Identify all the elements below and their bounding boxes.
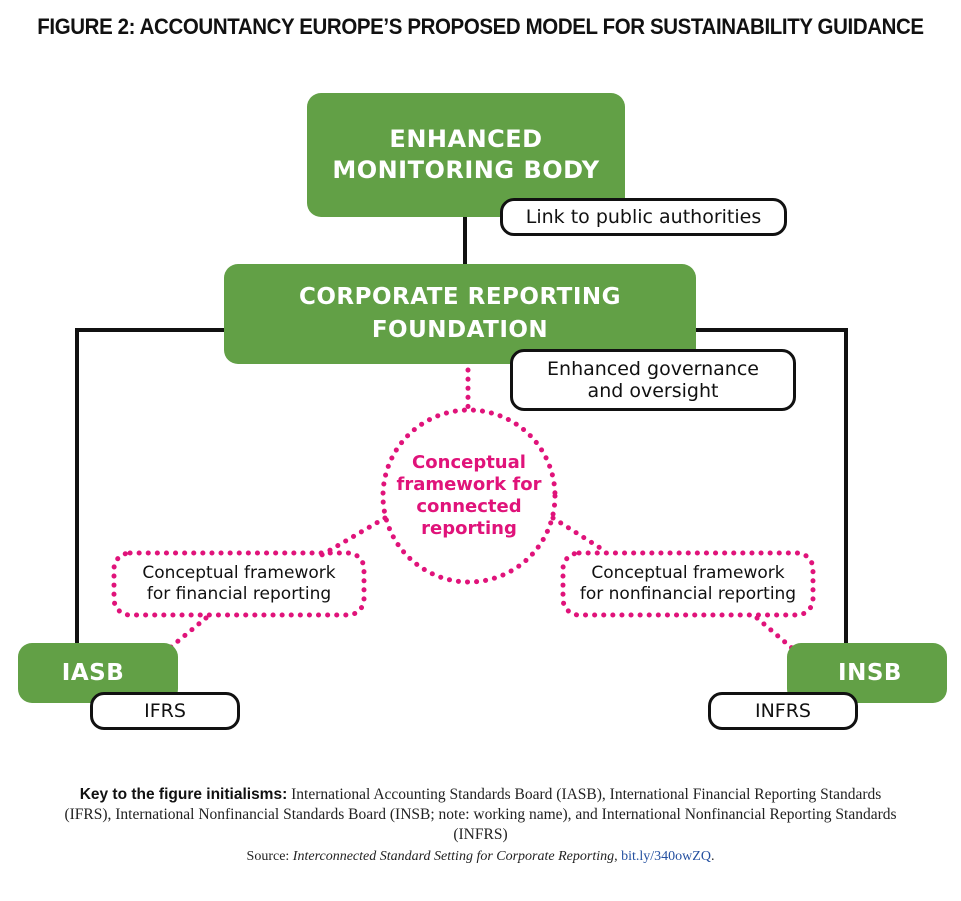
insb-box: INSB [787,643,947,703]
insb-label: INSB [838,660,902,686]
governance-line1: Enhanced governance [547,358,759,380]
center-dotted-circle [380,407,558,585]
monitoring-body-box: ENHANCED MONITORING BODY [307,93,625,217]
ifrs-label: IFRS [144,700,186,722]
financial-dotted-box [111,550,367,618]
ifrs-pill: IFRS [90,692,240,730]
center-to-financial-dots [317,515,388,559]
source-sep: , [614,849,622,864]
figure-title: FIGURE 2: ACCOUNTANCY EUROPE’S PROPOSED … [37,14,924,39]
center-line1: Conceptual [412,452,526,473]
public-authorities-pill: Link to public authorities [500,198,787,236]
key-label: Key to the figure initialisms: [79,786,288,803]
infrs-pill: INFRS [708,692,858,730]
financial-line1: Conceptual framework [142,563,336,583]
nonfinancial-line2: for nonfinancial reporting [579,584,797,604]
governance-pill: Enhanced governance and oversight [510,349,796,411]
nonfinancial-framework-text: Conceptual framework for nonfinancial re… [563,563,813,605]
nonfinancial-dotted-box [560,550,816,618]
nonfinancial-line1: Conceptual framework [591,563,785,583]
financial-line2: for financial reporting [146,584,332,604]
governance-line2: and oversight [587,380,719,402]
financial-to-iasb-dots [157,615,209,659]
center-framework-text: Conceptual framework for connected repor… [389,452,549,540]
initialisms-key: Key to the figure initialisms: Internati… [60,785,901,845]
source-prefix: Source: [246,849,293,864]
source-title: Interconnected Standard Setting for Corp… [292,849,615,864]
center-line4: reporting [421,518,517,539]
infrs-label: INFRS [754,700,811,722]
foundation-box: CORPORATE REPORTING FOUNDATION [224,264,696,364]
iasb-label: IASB [61,660,125,686]
public-authorities-label: Link to public authorities [525,206,762,228]
foundation-to-insb-line [694,328,848,648]
foundation-line2: FOUNDATION [371,317,549,343]
source-link[interactable]: bit.ly/340owZQ [621,849,711,864]
monitoring-body-line2: MONITORING BODY [332,156,600,184]
source-suffix: . [710,849,715,864]
monitoring-body-line1: ENHANCED [389,125,543,153]
foundation-line1: CORPORATE REPORTING [298,284,622,310]
key-text: International Accounting Standards Board… [64,786,897,843]
center-line3: connected [416,496,522,517]
center-line2: framework for [396,474,542,495]
financial-framework-text: Conceptual framework for financial repor… [114,563,364,605]
foundation-to-iasb-line [75,328,226,648]
center-to-nonfinancial-dots [550,515,608,554]
source-note: Source: Interconnected Standard Setting … [60,849,901,865]
